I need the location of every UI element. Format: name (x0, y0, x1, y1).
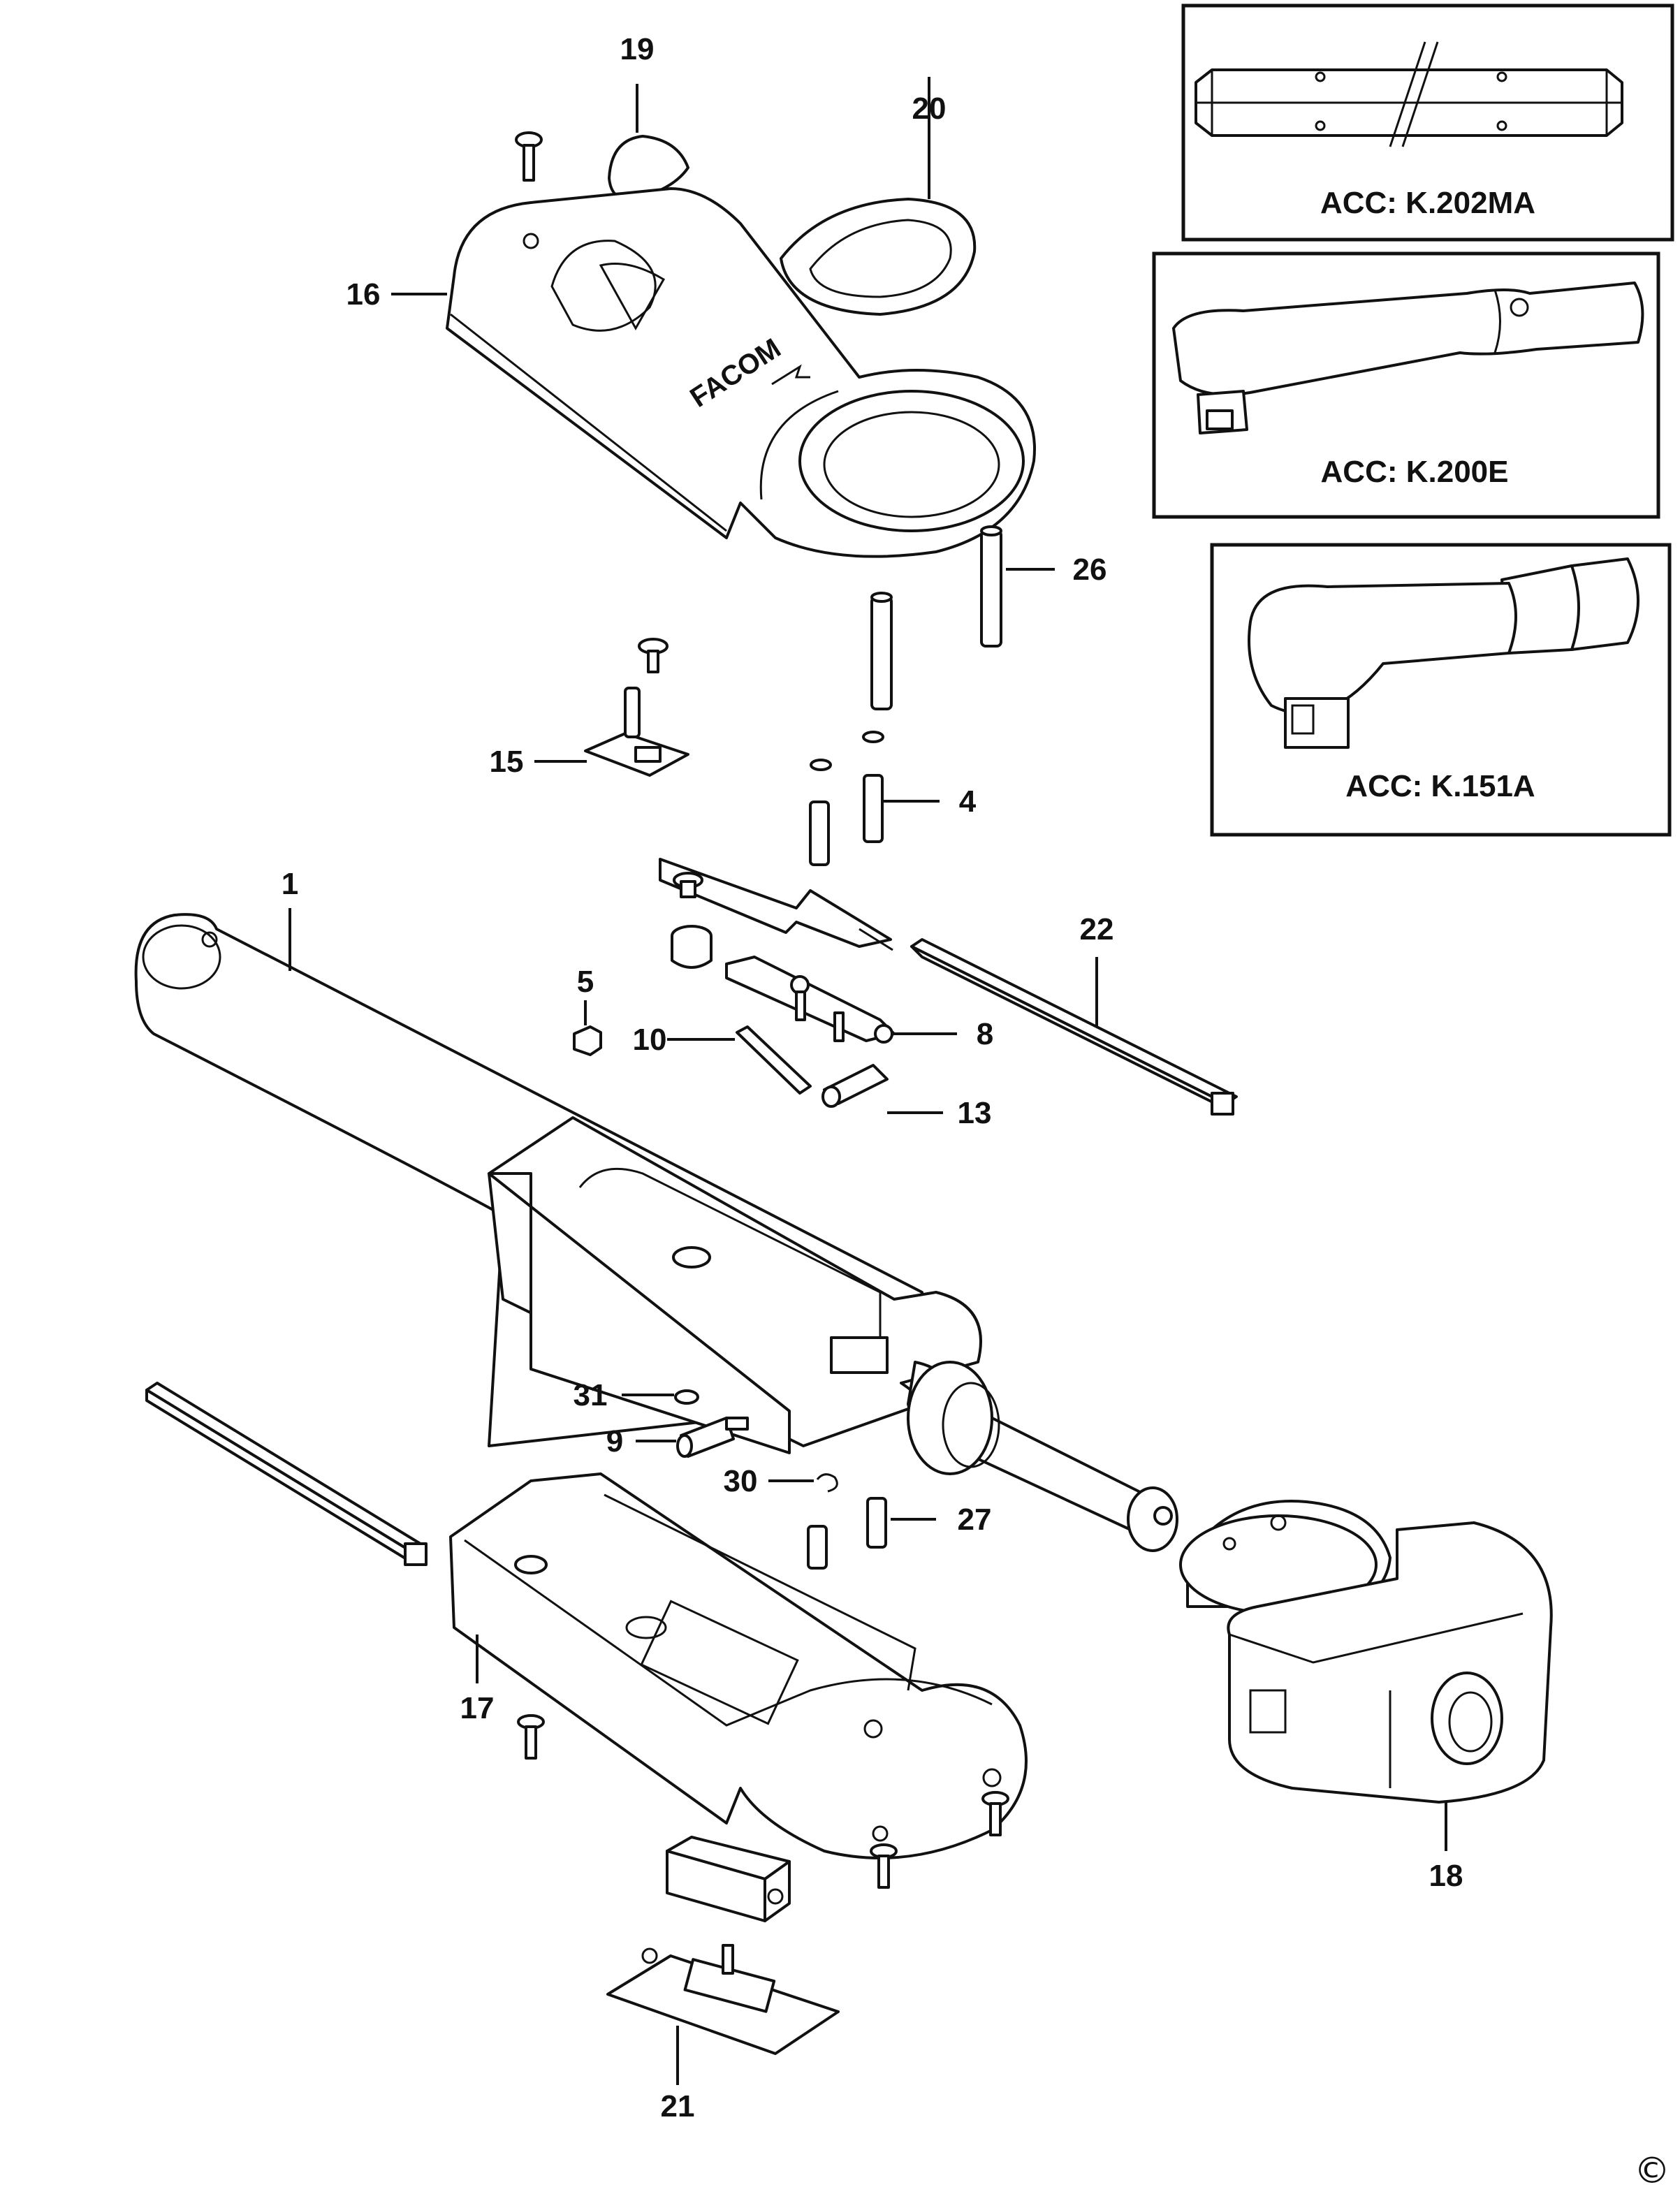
square-drive-head-icon (1248, 557, 1639, 749)
accessory-label: ACC: K.202MA (1320, 186, 1535, 220)
screw (870, 1843, 898, 1889)
part-15-circuit-board (584, 638, 689, 777)
callout-8: 8 (977, 1017, 993, 1051)
callout-13: 13 (958, 1096, 992, 1130)
callout-31: 31 (574, 1378, 608, 1412)
part-22-rail (910, 938, 1238, 1116)
accessory-k202ma: ACC: K.202MA (1181, 3, 1674, 242)
bushing (671, 925, 713, 969)
part-9-plunger (676, 1417, 749, 1458)
part-4-spacers (809, 731, 884, 866)
part-21-battery-plate (606, 1944, 840, 2055)
accessory-k151a: ACC: K.151A (1210, 543, 1672, 837)
lever-plate (659, 858, 893, 951)
screw (517, 1714, 545, 1760)
callout-18: 18 (1429, 1859, 1463, 1893)
rail (145, 1382, 428, 1566)
ratchet-head-icon (1172, 281, 1644, 434)
accessory-label: ACC: K.200E (1321, 455, 1509, 489)
part-17-bottom-housing (449, 1472, 1028, 1859)
callout-1: 1 (282, 867, 298, 901)
part-1-wrench-body (134, 913, 1178, 1552)
callout-21: 21 (661, 2089, 695, 2123)
part-26-post (980, 525, 1002, 648)
callout-26: 26 (1073, 553, 1107, 587)
callout-30: 30 (724, 1464, 758, 1498)
part-31-o-ring (674, 1389, 699, 1405)
screw (981, 1791, 1009, 1836)
callout-22: 22 (1080, 912, 1114, 946)
part-16-top-housing: FACOM (446, 187, 1036, 558)
screw (515, 131, 543, 182)
part-8-bracket (725, 956, 896, 1044)
accessory-label: ACC: K.151A (1345, 769, 1535, 803)
part-20-window (780, 198, 977, 316)
callout-27: 27 (958, 1502, 992, 1537)
callout-10: 10 (633, 1023, 667, 1057)
part-30-clip (816, 1473, 838, 1493)
callout-4: 4 (959, 784, 977, 819)
part-10-pin (736, 1025, 812, 1095)
copyright-symbol: © (1634, 2150, 1670, 2192)
part-5-nut (573, 1025, 602, 1056)
part-13-roller (821, 1064, 889, 1108)
callout-5: 5 (577, 965, 594, 999)
accessory-k200e: ACC: K.200E (1152, 251, 1660, 519)
callout-15: 15 (490, 745, 524, 779)
callout-16: 16 (346, 277, 381, 312)
callout-20: 20 (912, 92, 947, 126)
callout-19: 19 (620, 32, 655, 66)
hex-bar-icon (1195, 41, 1623, 147)
callout-9: 9 (606, 1424, 623, 1458)
part-27-spacers (807, 1497, 887, 1570)
battery (666, 1836, 791, 1922)
post (870, 592, 893, 710)
disc (1179, 1500, 1392, 1615)
callout-17: 17 (460, 1691, 495, 1725)
part-18-head-housing (1227, 1521, 1553, 1804)
